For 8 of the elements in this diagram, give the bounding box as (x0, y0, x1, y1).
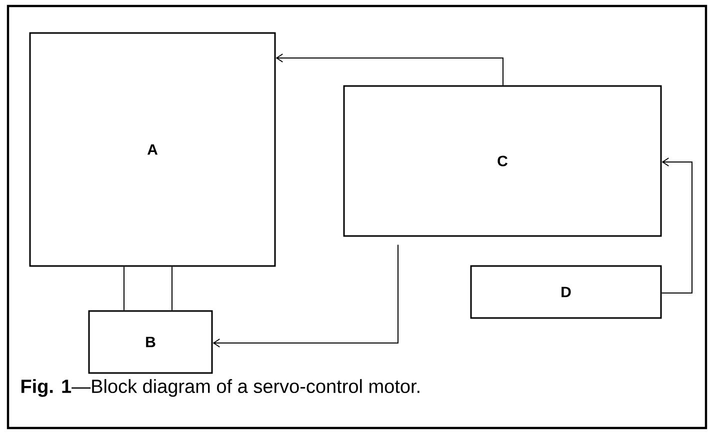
block-box: A (29, 32, 276, 267)
figure-caption: Fig. 1—Block diagram of a servo-control motor. (21, 379, 420, 397)
block-box: B (88, 310, 213, 374)
block-box: C (343, 85, 662, 237)
connector-line (212, 244, 398, 348)
connector-line (661, 158, 692, 294)
block-box: D (470, 265, 662, 319)
connector-line (276, 54, 504, 86)
